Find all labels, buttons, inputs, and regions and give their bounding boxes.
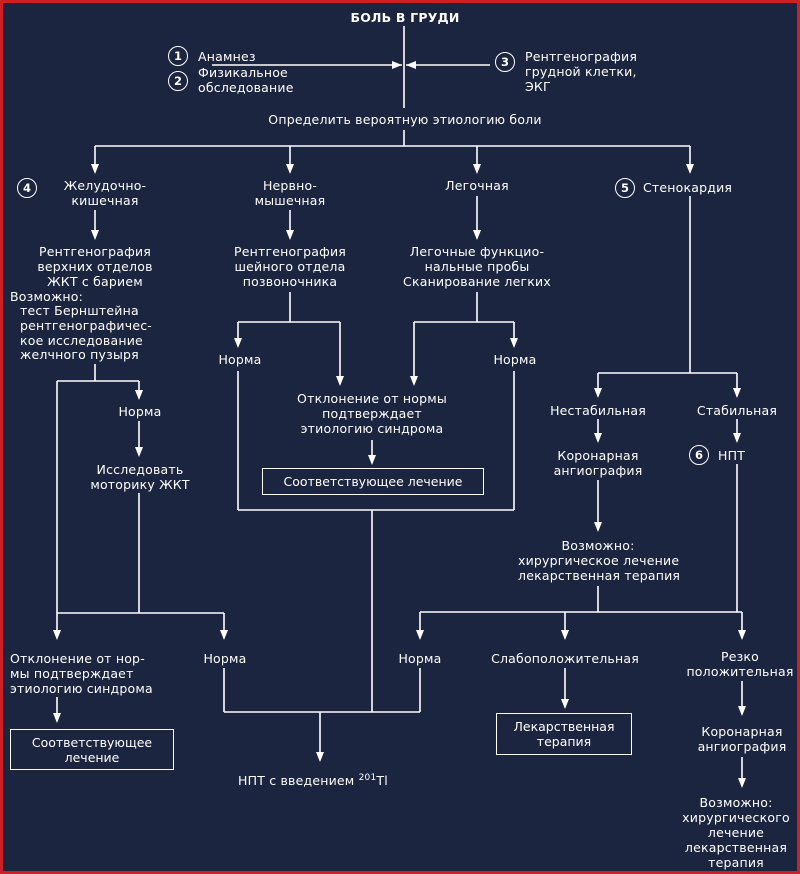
result-strong-positive-line1: Резко	[720, 649, 760, 664]
bottom-angio-line1: Коронарная	[701, 724, 783, 739]
branch-neuromuscular-line1: Нервно-	[262, 178, 318, 193]
gi-possible-line1: Возможно:	[10, 289, 84, 304]
center-abnormal-line3: этиологию синдрома	[300, 421, 444, 436]
angio-line1: Коронарная	[557, 448, 639, 463]
nm-norm-label: Норма	[218, 352, 262, 367]
bottom-possible-line4: лекарственная	[684, 840, 788, 855]
branch-neuromuscular-line2: мышечная	[254, 193, 326, 208]
gi-possible-line5: желчного пузыря	[20, 347, 139, 362]
step-number-5: 5	[615, 178, 635, 198]
bottom-possible-line2: хирургического	[682, 810, 790, 825]
gi-possible-line4: кое исследование	[20, 333, 143, 348]
npt-thallium-isotope: 201	[358, 773, 377, 783]
angina-possible-line2: хирургическое лечение	[518, 553, 680, 568]
diagram-background	[3, 3, 797, 871]
gi-motility-line2: моторику ЖКТ	[90, 477, 190, 492]
step-number-2: 2	[168, 71, 188, 91]
physical-exam-line1: Физикальное	[198, 65, 288, 80]
drug-therapy-line2: терапия	[536, 734, 592, 749]
npt-thallium-element: Tl	[376, 773, 388, 789]
angina-possible-line1: Возможно:	[561, 538, 635, 553]
xray-ecg-line3: ЭКГ	[525, 79, 551, 94]
step-number-1: 1	[168, 46, 188, 66]
npt-thallium-prefix: НПТ с введением	[238, 773, 359, 789]
branch-gi-line1: Желудочно-	[63, 178, 147, 193]
pulm-function-line2: нальные пробы	[424, 259, 530, 274]
gi-possible-line3: рентгенографичес-	[20, 318, 152, 333]
unstable-angina-label: Нестабильная	[550, 403, 646, 418]
stable-npt-label: НПТ	[718, 448, 746, 463]
center-treatment-box: Соответствующее лечение	[262, 468, 484, 495]
step-number-4: 4	[17, 178, 37, 198]
branch-angina: Стенокардия	[643, 180, 733, 195]
determine-etiology-label: Определить вероятную этиологию боли	[268, 112, 542, 127]
bottom-possible-line5: терапия	[708, 855, 764, 870]
gi-treatment-box: Соответствующее лечение	[10, 729, 174, 770]
pulm-function-line1: Легочные функцио-	[409, 244, 545, 259]
drug-therapy-line1: Лекарственная	[513, 719, 615, 734]
step-number-3: 3	[495, 52, 515, 72]
pulm-norm-label: Норма	[493, 352, 537, 367]
pulm-function-line3: Сканирование легких	[403, 274, 551, 289]
bottom-angio-line2: ангиография	[697, 739, 787, 754]
gi-barium-xray-line1: Рентгенография	[38, 244, 152, 259]
gi-norm-label: Норма	[118, 404, 162, 419]
gi-motility-line1: Исследовать	[96, 462, 184, 477]
angio-line2: ангиография	[553, 463, 643, 478]
nm-cervical-xray-line3: позвоночника	[242, 274, 338, 289]
gi-barium-xray-line3: ЖКТ с барием	[47, 274, 143, 289]
gi-abnormal-line3: этиологию синдрома	[10, 681, 153, 696]
branch-pulmonary: Легочная	[445, 178, 509, 193]
result-norm-label: Норма	[398, 651, 442, 666]
step-number-6: 6	[689, 445, 709, 465]
bottom-possible-line3: лечение	[707, 825, 765, 840]
gi-barium-xray-line2: верхних отделов	[37, 259, 153, 274]
result-weak-positive-label: Слабоположительная	[491, 651, 639, 666]
physical-exam-line2: обследование	[198, 80, 294, 95]
chart-title: БОЛЬ В ГРУДИ	[350, 10, 460, 25]
gi-abnormal-line1: Отклонение от нор-	[10, 651, 145, 666]
center-abnormal-line2: подтверждает	[322, 406, 422, 421]
npt-thallium-label: НПТ с введением 201Tl	[238, 771, 388, 788]
result-strong-positive-line2: положительная	[686, 664, 794, 679]
nm-cervical-xray-line1: Рентгенография	[233, 244, 347, 259]
gi-treatment-line1: Соответствующее	[31, 734, 153, 750]
bottom-possible-line1: Возможно:	[699, 795, 773, 810]
branch-gi-line2: кишечная	[71, 193, 139, 208]
center-abnormal-line1: Отклонение от нормы	[297, 391, 447, 406]
drug-therapy-box: Лекарственная терапия	[496, 713, 632, 755]
xray-ecg-line1: Рентгенография	[525, 49, 638, 64]
anamnesis-label: Анамнез	[198, 49, 256, 64]
gi-norm2-label: Норма	[203, 651, 247, 666]
gi-possible-line2: тест Бернштейна	[20, 303, 139, 318]
gi-treatment-line2: лечение	[64, 749, 120, 765]
xray-ecg-line2: грудной клетки,	[525, 64, 637, 79]
stable-angina-label: Стабильная	[696, 403, 778, 418]
nm-cervical-xray-line2: шейного отдела	[234, 259, 346, 274]
angina-possible-line3: лекарственная терапия	[518, 568, 681, 583]
gi-abnormal-line2: мы подтверждает	[10, 666, 134, 681]
